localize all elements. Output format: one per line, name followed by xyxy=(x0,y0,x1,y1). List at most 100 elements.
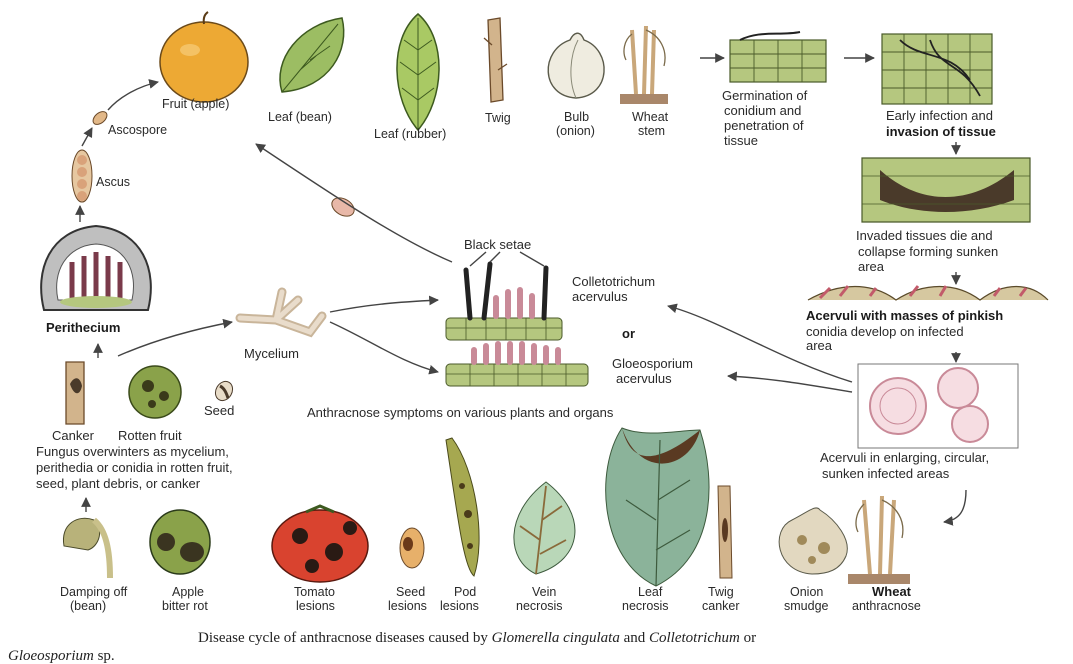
seed-lesions-label-1: Seed xyxy=(396,585,425,599)
colletotrichum-acervulus-illustration xyxy=(446,264,562,340)
figure-caption-line-1: Disease cycle of anthracnose diseases ca… xyxy=(198,630,756,646)
leaf-rubber-label: Leaf (rubber) xyxy=(374,127,446,141)
apple-fruit-illustration xyxy=(160,12,248,102)
twig-illustration xyxy=(484,18,507,102)
apple-bitter-rot-illustration xyxy=(150,510,210,574)
caption-genus-3: Gloeosporium xyxy=(8,648,94,664)
onion-smudge-label-1: Onion xyxy=(790,585,823,599)
caption-part-2: and xyxy=(620,630,649,646)
mycelium-label: Mycelium xyxy=(244,346,299,361)
arrow-acervulus-to-hosts xyxy=(256,144,452,262)
seed-lesions-illustration xyxy=(400,528,424,568)
arrow-overwinter-to-mycelium xyxy=(118,322,232,356)
collapsed-tissue-illustration xyxy=(862,158,1030,222)
fruit-apple-label: Fruit (apple) xyxy=(162,97,229,111)
arrow-to-wheat-anthracnose xyxy=(944,490,966,522)
figure-caption-line-2: Gloeosporium sp. xyxy=(8,648,115,664)
leaf-necrosis-label-2: necrosis xyxy=(622,599,669,613)
tomato-lesions-label-1: Tomato xyxy=(294,585,335,599)
onion-bulb-illustration xyxy=(548,33,604,98)
circular-lesions-leaf-illustration xyxy=(858,364,1018,448)
enlarging-label-1: Acervuli in enlarging, circular, xyxy=(820,450,989,465)
ascus-label: Ascus xyxy=(96,175,130,189)
bean-leaf-illustration xyxy=(280,18,344,92)
colletotrichum-label-2: acervulus xyxy=(572,289,628,304)
germination-label-2: conidium and xyxy=(724,103,801,118)
gloeosporium-label-1: Gloeosporium xyxy=(612,356,693,371)
seed-illustration xyxy=(212,378,236,403)
ascospore-illustration xyxy=(91,109,110,127)
arrow-mycelium-to-gloeosporium xyxy=(330,322,438,372)
canker-illustration xyxy=(66,362,84,424)
vein-necrosis-label-1: Vein xyxy=(532,585,556,599)
caption-part-4: sp. xyxy=(94,648,115,664)
tomato-lesions-label-2: lesions xyxy=(296,599,335,613)
wheat-anthracnose-illustration xyxy=(848,496,910,584)
twig-canker-label-1: Twig xyxy=(708,585,734,599)
rotten-fruit-label: Rotten fruit xyxy=(118,428,182,443)
damping-off-label-2: (bean) xyxy=(70,599,106,613)
gloeosporium-acervulus-illustration xyxy=(446,344,588,386)
wheat-stem-label-2: stem xyxy=(638,124,665,138)
early-infection-label-1: Early infection and xyxy=(886,108,993,123)
setae-pointer-3 xyxy=(520,252,544,266)
pod-lesions-label-2: lesions xyxy=(440,599,479,613)
damping-off-bean-illustration xyxy=(63,518,110,578)
acervuli-label-3: area xyxy=(806,338,833,353)
ascospore-label: Ascospore xyxy=(108,123,167,137)
rotten-fruit-illustration xyxy=(129,366,181,418)
arrow-ascospore-to-fruit xyxy=(108,82,158,110)
early-infection-label-2: invasion of tissue xyxy=(886,124,996,139)
germination-label-4: tissue xyxy=(724,133,758,148)
arrow-ascus-to-ascospore xyxy=(82,128,92,146)
setae-pointer-2 xyxy=(490,252,500,262)
leaf-necrosis-illustration xyxy=(606,428,709,586)
vein-necrosis-illustration xyxy=(514,482,575,574)
or-label: or xyxy=(622,326,635,341)
invaded-label-3: area xyxy=(858,259,885,274)
wheat-anthracnose-label-1: Wheat xyxy=(872,584,912,599)
caption-part-1: Disease cycle of anthracnose diseases ca… xyxy=(198,630,492,646)
apple-bitter-rot-label-2: bitter rot xyxy=(162,599,208,613)
black-setae-label: Black setae xyxy=(464,237,531,252)
tomato-lesions-illustration xyxy=(272,506,368,582)
perithecium-label: Perithecium xyxy=(46,320,120,335)
perithecium-illustration xyxy=(41,226,151,310)
germination-tissue-illustration xyxy=(730,32,826,82)
overwinter-note-2: perithedia or conidia in rotten fruit, xyxy=(36,460,233,475)
twig-canker-illustration xyxy=(718,486,732,578)
caption-part-3: or xyxy=(740,630,756,646)
setae-pointer-1 xyxy=(470,252,486,266)
overwinter-note-1: Fungus overwinters as mycelium, xyxy=(36,444,229,459)
pod-lesions-label-1: Pod xyxy=(454,585,476,599)
wheat-stem-label-1: Wheat xyxy=(632,110,669,124)
onion-smudge-label-2: smudge xyxy=(784,599,829,613)
early-infection-tissue-illustration xyxy=(882,34,992,104)
invaded-label-2: collapse forming sunken xyxy=(858,244,998,259)
vein-necrosis-label-2: necrosis xyxy=(516,599,563,613)
seed-lesions-label-2: lesions xyxy=(388,599,427,613)
leaf-necrosis-label-1: Leaf xyxy=(638,585,663,599)
gloeosporium-label-2: acervulus xyxy=(616,371,672,386)
wheat-anthracnose-label-2: anthracnose xyxy=(852,599,921,613)
wheat-stem-illustration xyxy=(620,26,668,104)
apple-bitter-rot-label-1: Apple xyxy=(172,585,204,599)
arrow-to-gloeosporium xyxy=(728,376,852,392)
arrow-mycelium-to-colletotrichum xyxy=(330,300,438,312)
caption-genus-1: Glomerella cingulata xyxy=(492,630,620,646)
acervuli-label-1: Acervuli with masses of pinkish xyxy=(806,308,1003,323)
invaded-label-1: Invaded tissues die and xyxy=(856,228,993,243)
acervuli-label-2: conidia develop on infected xyxy=(806,324,964,339)
colletotrichum-label-1: Colletotrichum xyxy=(572,274,655,289)
bulb-label-1: Bulb xyxy=(564,110,589,124)
enlarging-label-2: sunken infected areas xyxy=(822,466,950,481)
germination-label-3: penetration of xyxy=(724,118,804,133)
rubber-leaf-illustration xyxy=(397,14,439,130)
mycelium-illustration xyxy=(240,292,322,332)
onion-smudge-illustration xyxy=(779,508,847,574)
acervuli-on-tissue-illustration xyxy=(808,286,1048,300)
caption-genus-2: Colletotrichum xyxy=(649,630,740,646)
canker-label: Canker xyxy=(52,428,95,443)
symptoms-heading: Anthracnose symptoms on various plants a… xyxy=(307,405,614,420)
overwinter-note-3: seed, plant debris, or canker xyxy=(36,476,201,491)
